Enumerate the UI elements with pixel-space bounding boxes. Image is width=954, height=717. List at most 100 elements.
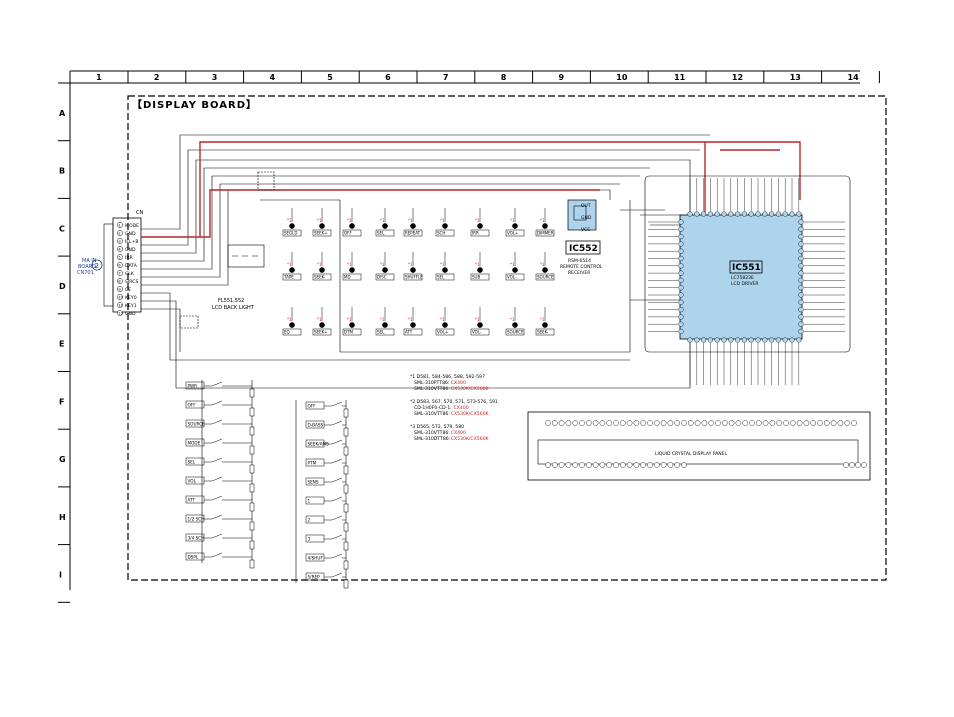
- led-element: SEEK- *1: [535, 307, 555, 336]
- ic551-bottom-pin: [768, 337, 775, 343]
- ic551-right-pin: [798, 270, 804, 276]
- led-label: IRR: [472, 231, 479, 236]
- ic551-top-pin: [700, 211, 707, 217]
- lcd-bottom-pin: [843, 462, 849, 468]
- ic551-top-pin: [768, 211, 775, 217]
- led-note-marker: *1: [347, 218, 352, 223]
- led-element: SEL*1: [435, 252, 455, 281]
- lcd-top-pin: [803, 420, 810, 426]
- lcd-top-pin: [599, 420, 606, 426]
- backlight-section: FL551,552 LCD BACK LIGHT: [179, 171, 275, 329]
- led-note-marker: *1: [540, 317, 545, 322]
- lcd-top-pin: [647, 420, 653, 426]
- ic551-top-pin: [789, 211, 795, 217]
- lcd-bottom-pin: [654, 462, 660, 468]
- ic551-top-pin: [707, 211, 714, 217]
- connector-circle-number: 2: [95, 262, 99, 270]
- led-element: REPEAT*1: [403, 208, 423, 237]
- note-heading: *3 D565, 572, 579, 580: [410, 424, 464, 430]
- lcd-top-pin: [620, 420, 626, 426]
- led-element: VOL-*1: [470, 307, 490, 336]
- ic551-right-pin: [798, 241, 804, 247]
- lcd-bottom-pin: [552, 462, 558, 468]
- led-element: EQ*1: [282, 307, 302, 336]
- ic551-left-pin: [678, 277, 684, 284]
- switch-element: SEL: [185, 457, 255, 474]
- note-line: SML-310VTT86:: [414, 430, 450, 436]
- ic551-top-pin: [782, 211, 788, 217]
- ic551-left-pin: [678, 292, 684, 298]
- led-label: SEL: [377, 231, 385, 236]
- connector-pin-number: 9: [118, 288, 121, 292]
- lcd-bottom-pin: [861, 462, 867, 468]
- lcd-top-pin: [633, 420, 640, 426]
- led-note-marker: *1: [540, 262, 545, 267]
- switch-label: MODE: [188, 440, 201, 445]
- ic552-pin-gnd: GND: [581, 215, 592, 221]
- lcd-top-pin: [722, 420, 728, 426]
- lcd-top-pin: [776, 420, 783, 426]
- lcd-top-pin: [844, 420, 851, 426]
- lcd-bottom-pin: [667, 462, 674, 468]
- ic551-left-pin: [678, 314, 684, 320]
- ic551-bottom-pin: [714, 337, 720, 343]
- connector-pin-name: CE: [125, 287, 131, 293]
- lcd-bottom-pin: [599, 462, 606, 468]
- ic551-right-pin: [798, 248, 804, 254]
- led-note-marker: *1: [287, 262, 292, 267]
- connector-pin-circle: [117, 310, 123, 316]
- connector-pin-circle: [117, 294, 123, 300]
- connector-pin-circle: [117, 238, 123, 244]
- column-label: 3: [212, 73, 218, 82]
- led-label: VOL+: [437, 330, 448, 335]
- led-label: SEEK-: [314, 275, 326, 280]
- switch-label: 3/4 SCH: [188, 535, 205, 540]
- led-element: SUB*1: [470, 252, 490, 281]
- led-label: SEEK-: [537, 330, 549, 335]
- lcd-bottom-pin: [613, 462, 619, 468]
- connector-mate-3: CN701: [77, 270, 94, 276]
- note-line: SML-310VTT86:: [414, 411, 450, 417]
- connector-ref: CN: [136, 210, 143, 216]
- led-label: SOURCE: [507, 330, 524, 335]
- lcd-top-pin: [667, 420, 674, 426]
- column-label: 8: [501, 73, 507, 82]
- switch-element: VOL: [185, 476, 255, 493]
- switch-label: SEEK/AMS: [308, 441, 330, 446]
- note-line: CD-1H0F0-CD-1:: [414, 405, 452, 411]
- connector-pin-name: GND: [125, 231, 136, 237]
- connector-mate-1: MA IN: [82, 258, 97, 264]
- ic551-left-pin: [678, 219, 684, 225]
- lcd-top-pin: [708, 420, 715, 426]
- switch-element: ATT: [185, 495, 255, 512]
- ic551-body: [679, 214, 803, 340]
- lcd-top-pin: [592, 420, 599, 426]
- led-note-marker: *1: [347, 262, 352, 267]
- column-label: 12: [732, 73, 743, 82]
- ic551-right-pin: [798, 219, 804, 225]
- note-line-highlight: CX400: [454, 405, 469, 411]
- column-label: 14: [848, 73, 860, 82]
- ic552-ref: IC552: [569, 244, 598, 254]
- switch-element: PWR: [185, 381, 255, 398]
- led-element: VOL-*1: [505, 252, 525, 281]
- switch-label: 4/SHUF: [308, 555, 324, 560]
- led-element: DIMMER*1: [535, 208, 555, 237]
- switch-label: PWR: [188, 383, 198, 388]
- led-label: DTM: [344, 330, 354, 335]
- connector-pin-name: MODE: [125, 223, 139, 229]
- led-note-marker: *1: [380, 317, 385, 322]
- lcd-top-pin: [640, 420, 647, 426]
- led-note-marker: *1: [287, 317, 292, 322]
- led-element: VOL+*1: [435, 307, 455, 336]
- switch-element: SENS: [305, 477, 349, 494]
- ic551-right-pin: [798, 299, 804, 305]
- ic551-block: IC551 LC75823E LCD DRIVER: [644, 175, 851, 385]
- lcd-top-pin: [715, 420, 721, 426]
- lcd-bottom-pin: [620, 462, 626, 468]
- switch-label: SOURCE: [188, 421, 206, 426]
